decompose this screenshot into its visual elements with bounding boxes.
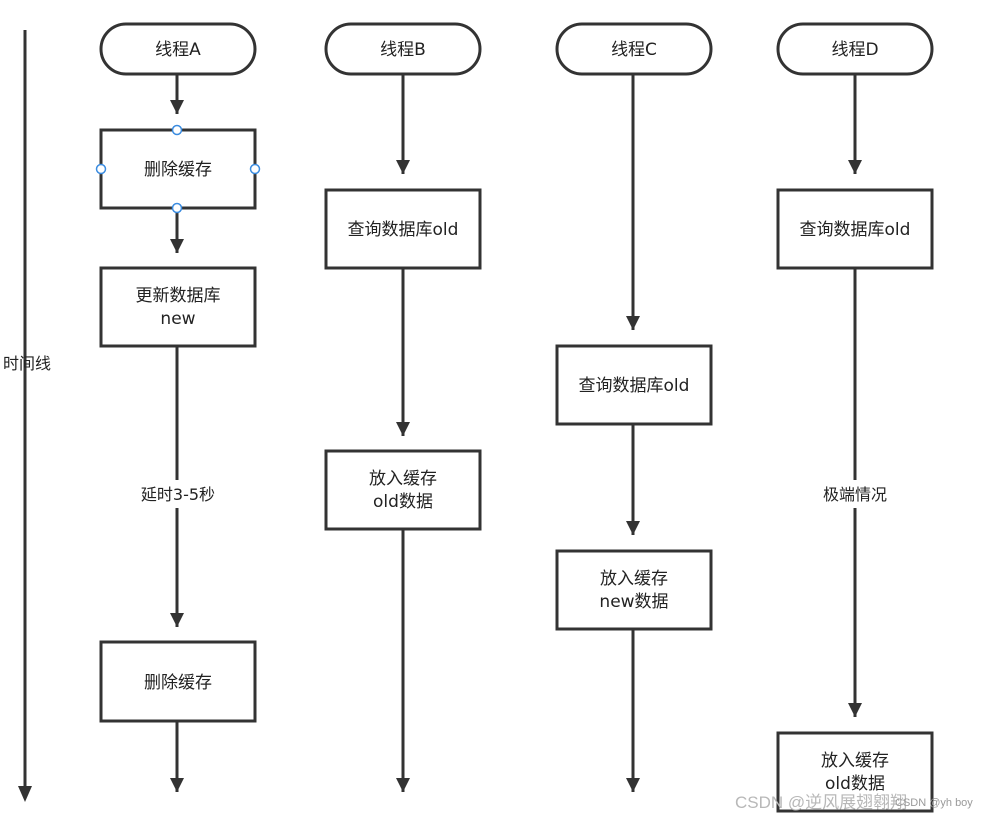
step-d2-label-line1: 放入缓存: [821, 751, 889, 771]
start-node-thread-b[interactable]: [324, 22, 482, 76]
edge-a-label: 延时3-5秒: [141, 485, 215, 504]
step-a2-label-line1: 更新数据库: [136, 286, 221, 306]
step-d2-put-cache[interactable]: [776, 731, 934, 813]
edge-d-label-bg: [808, 480, 902, 508]
step-a2-update-db[interactable]: [99, 266, 257, 348]
selection-handle-top[interactable]: [171, 124, 183, 136]
lane-thread-d: 线程D 查询数据库old 极端情况 放入缓存 old数据: [776, 22, 934, 813]
step-a3-delete-cache[interactable]: [99, 640, 257, 723]
step-a2-label-line2: new: [160, 309, 195, 329]
selection-handle-right[interactable]: [249, 163, 261, 175]
step-c2-label-line2: new数据: [599, 592, 668, 612]
start-node-thread-a-label: 线程A: [155, 40, 201, 60]
lane-thread-c: 线程C 查询数据库old 放入缓存 new数据: [555, 22, 713, 792]
edge-d-label: 极端情况: [823, 485, 887, 504]
step-a1-label: 删除缓存: [144, 160, 212, 180]
start-node-thread-c-label: 线程C: [611, 40, 657, 60]
step-c2-put-cache[interactable]: [555, 549, 713, 631]
step-b2-label-line2: old数据: [373, 492, 433, 512]
step-c1-label: 查询数据库old: [579, 376, 690, 396]
step-d1-query-db[interactable]: [776, 188, 934, 270]
timeline-arrowhead: [18, 786, 32, 802]
step-b1-label: 查询数据库old: [348, 220, 459, 240]
step-d2-label-line2: old数据: [825, 774, 885, 794]
start-node-thread-a[interactable]: [99, 22, 257, 76]
start-node-thread-b-label: 线程B: [380, 40, 426, 60]
lane-thread-a: 线程A 删除缓存 更新数据库 new 延时3-5秒 删除缓存: [95, 22, 261, 792]
step-b2-put-cache[interactable]: [324, 449, 482, 531]
start-node-thread-d-label: 线程D: [831, 40, 878, 60]
start-node-thread-d[interactable]: [776, 22, 934, 76]
timeline-label: 时间线: [3, 354, 51, 373]
step-a3-label: 删除缓存: [144, 673, 212, 693]
step-c1-query-db[interactable]: [555, 344, 713, 426]
step-b1-query-db[interactable]: [324, 188, 482, 270]
selection-handle-bottom[interactable]: [171, 202, 183, 214]
watermark-text: CSDN @逆风展翅翱翔: [735, 793, 907, 812]
edge-a-label-bg: [127, 480, 231, 508]
step-b2-label-line1: 放入缓存: [369, 469, 437, 489]
watermark-small-text: CSDN @yh boy: [895, 797, 973, 809]
step-d1-label: 查询数据库old: [800, 220, 911, 240]
start-node-thread-c[interactable]: [555, 22, 713, 76]
selection-handle-left[interactable]: [95, 163, 107, 175]
step-c2-label-line1: 放入缓存: [600, 569, 668, 589]
lane-thread-b: 线程B 查询数据库old 放入缓存 old数据: [324, 22, 482, 792]
